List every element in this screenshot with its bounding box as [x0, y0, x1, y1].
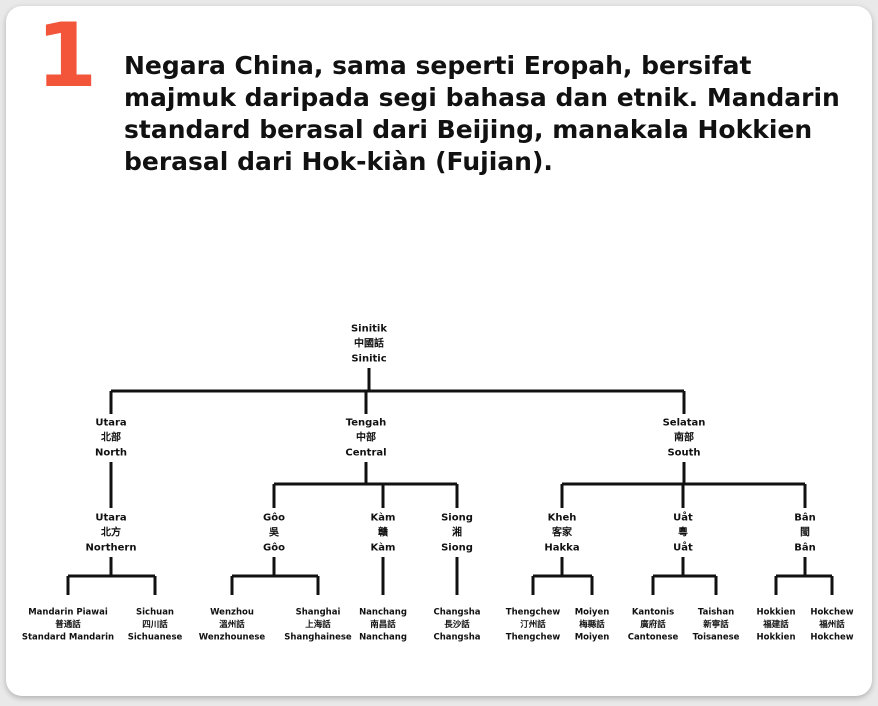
node-leaf-1-0-0-line-3: Wenzhounese	[199, 633, 266, 643]
node-sub-1-1-line-3: Kàm	[371, 541, 396, 553]
node-leaf-1-1-0-line-1: Nanchang	[359, 608, 407, 618]
node-leaf-2-2-1-line-2: 福州話	[818, 619, 845, 630]
node-sub-0-0-line-2: 北方	[101, 525, 121, 538]
node-leaf-1-1-0-line-3: Nanchang	[359, 633, 407, 643]
node-branch-tengah-line-3: Central	[345, 447, 386, 458]
node-sub-1-1-line-2: 贛	[378, 525, 389, 538]
node-branch-tengah-line-1: Tengah	[346, 417, 386, 428]
info-card: 1 Negara China, sama seperti Eropah, ber…	[6, 6, 872, 696]
node-leaf-0-0-0-line-3: Standard Mandarin	[22, 633, 114, 643]
node-leaf-0-0-0-line-1: Mandarin Piawai	[28, 608, 108, 618]
node-sub-1-0-line-3: Gôo	[263, 541, 285, 553]
node-leaf-1-0-0-line-2: 溫州話	[219, 619, 245, 630]
node-sub-1-2: Siong 湘 Siong	[441, 512, 473, 553]
node-branch-tengah-line-2: 中部	[356, 430, 376, 443]
node-sub-2-0-line-1: Kheh	[548, 512, 577, 523]
node-leaf-2-1-0-line-3: Cantonese	[628, 633, 679, 643]
node-leaf-2-0-1-line-2: 梅縣話	[579, 619, 605, 630]
node-leaf-2-1-1-line-2: 新寧話	[703, 619, 729, 630]
node-leaf-2-1-1-line-1: Taishan	[698, 608, 734, 618]
node-sub-0-0-line-1: Utara	[95, 512, 126, 523]
node-branch-selatan-line-3: South	[667, 447, 700, 458]
node-leaf-1-0-0-line-1: Wenzhou	[210, 608, 254, 618]
node-sub-1-0-line-2: 吳	[268, 526, 280, 538]
node-leaf-2-1-0-line-2: 廣府話	[639, 619, 666, 630]
node-leaf-1-0-1-line-1: Shanghai	[296, 608, 341, 618]
node-leaf-0-0-0-line-2: 普通話	[55, 619, 81, 630]
node-leaf-2-1-0-line-1: Kantonis	[632, 608, 674, 618]
node-leaf-2-2-1-line-3: Hokchew	[810, 633, 853, 643]
node-sub-1-0-line-1: Gôo	[263, 511, 285, 523]
node-leaf-2-2-0-line-2: 福建話	[762, 619, 789, 630]
node-branch-utara-line-1: Utara	[95, 417, 126, 428]
node-sub-2-1-line-3: Uåt	[673, 540, 693, 553]
node-root-sinitic: Sinitik 中國話 Sinitic	[351, 323, 387, 364]
node-sub-1-2-line-2: 湘	[452, 525, 462, 538]
node-branch-selatan-line-2: 南部	[674, 430, 694, 443]
node-branch-tengah: Tengah 中部 Central	[345, 417, 386, 458]
node-branch-selatan-line-1: Selatan	[663, 417, 706, 428]
node-sub-2-0-line-3: Hakka	[544, 542, 579, 553]
node-leaf-1-2-0-line-1: Changsha	[433, 608, 480, 618]
node-leaf-2-0-1-line-3: Moiyen	[575, 633, 610, 643]
step-number: 1	[36, 6, 97, 107]
node-branch-utara-line-3: North	[95, 447, 127, 458]
node-branch-utara-line-2: 北部	[101, 430, 121, 443]
node-sub-2-1-line-2: 粵	[678, 525, 688, 538]
node-sub-2-2-line-3: Bân	[794, 541, 816, 553]
node-sub-0-0: Utara 北方 Northern	[86, 512, 137, 553]
node-leaf-0-0-1-line-3: Sichuanese	[128, 633, 183, 643]
node-leaf-2-0-0-line-1: Thengchew	[506, 608, 561, 618]
node-sub-1-1-line-1: Kàm	[371, 511, 396, 523]
node-leaf-0-0-1-line-2: 四川話	[142, 619, 168, 630]
node-sub-2-2: Bân 閩 Bân	[794, 511, 816, 553]
node-leaf-0-0-1-line-1: Sichuan	[136, 608, 174, 618]
node-sub-1-2-line-1: Siong	[441, 512, 473, 523]
node-sub-1-0: Gôo 吳 Gôo	[263, 511, 285, 553]
node-leaf-1-0-1-line-3: Shanghainese	[284, 633, 352, 643]
node-root-sinitic-line-2: 中國話	[354, 336, 384, 349]
node-leaf-1-2-0-line-3: Changsha	[433, 633, 480, 643]
node-sub-2-0: Kheh 客家 Hakka	[544, 512, 579, 553]
node-sub-2-2-line-2: 閩	[800, 526, 810, 538]
node-sub-1-1: Kàm 贛 Kàm	[371, 511, 396, 553]
node-leaf-2-0-0-line-3: Thengchew	[506, 633, 561, 643]
node-root-sinitic-line-3: Sinitic	[351, 353, 386, 364]
node-branch-utara: Utara 北部 North	[95, 417, 127, 458]
node-sub-2-0-line-2: 客家	[551, 525, 573, 538]
node-leaf-1-0-1-line-2: 上海話	[305, 619, 331, 630]
node-leaf-2-0-0-line-2: 汀州話	[520, 619, 546, 630]
node-sub-0-0-line-3: Northern	[86, 542, 137, 553]
node-sub-2-2-line-1: Bân	[794, 511, 816, 523]
headline: Negara China, sama seperti Eropah, bersi…	[124, 51, 840, 176]
node-sub-2-1-line-1: Uåt	[673, 510, 693, 523]
node-leaf-2-1-1-line-3: Toisanese	[693, 633, 740, 643]
node-sub-2-1: Uåt 粵 Uåt	[673, 510, 693, 553]
node-root-sinitic-line-1: Sinitik	[351, 323, 387, 334]
node-branch-selatan: Selatan 南部 South	[663, 417, 706, 458]
node-leaf-1-1-0-line-2: 南昌話	[370, 619, 396, 630]
node-leaf-2-2-0-line-1: Hokkien	[757, 608, 796, 618]
node-leaf-2-2-1-line-1: Hokchew	[810, 608, 853, 618]
node-leaf-2-2-0-line-3: Hokkien	[757, 633, 796, 643]
node-leaf-1-2-0-line-2: 長沙話	[444, 619, 470, 630]
node-leaf-2-0-1-line-1: Moiyen	[575, 608, 610, 618]
node-sub-1-2-line-3: Siong	[441, 542, 473, 553]
